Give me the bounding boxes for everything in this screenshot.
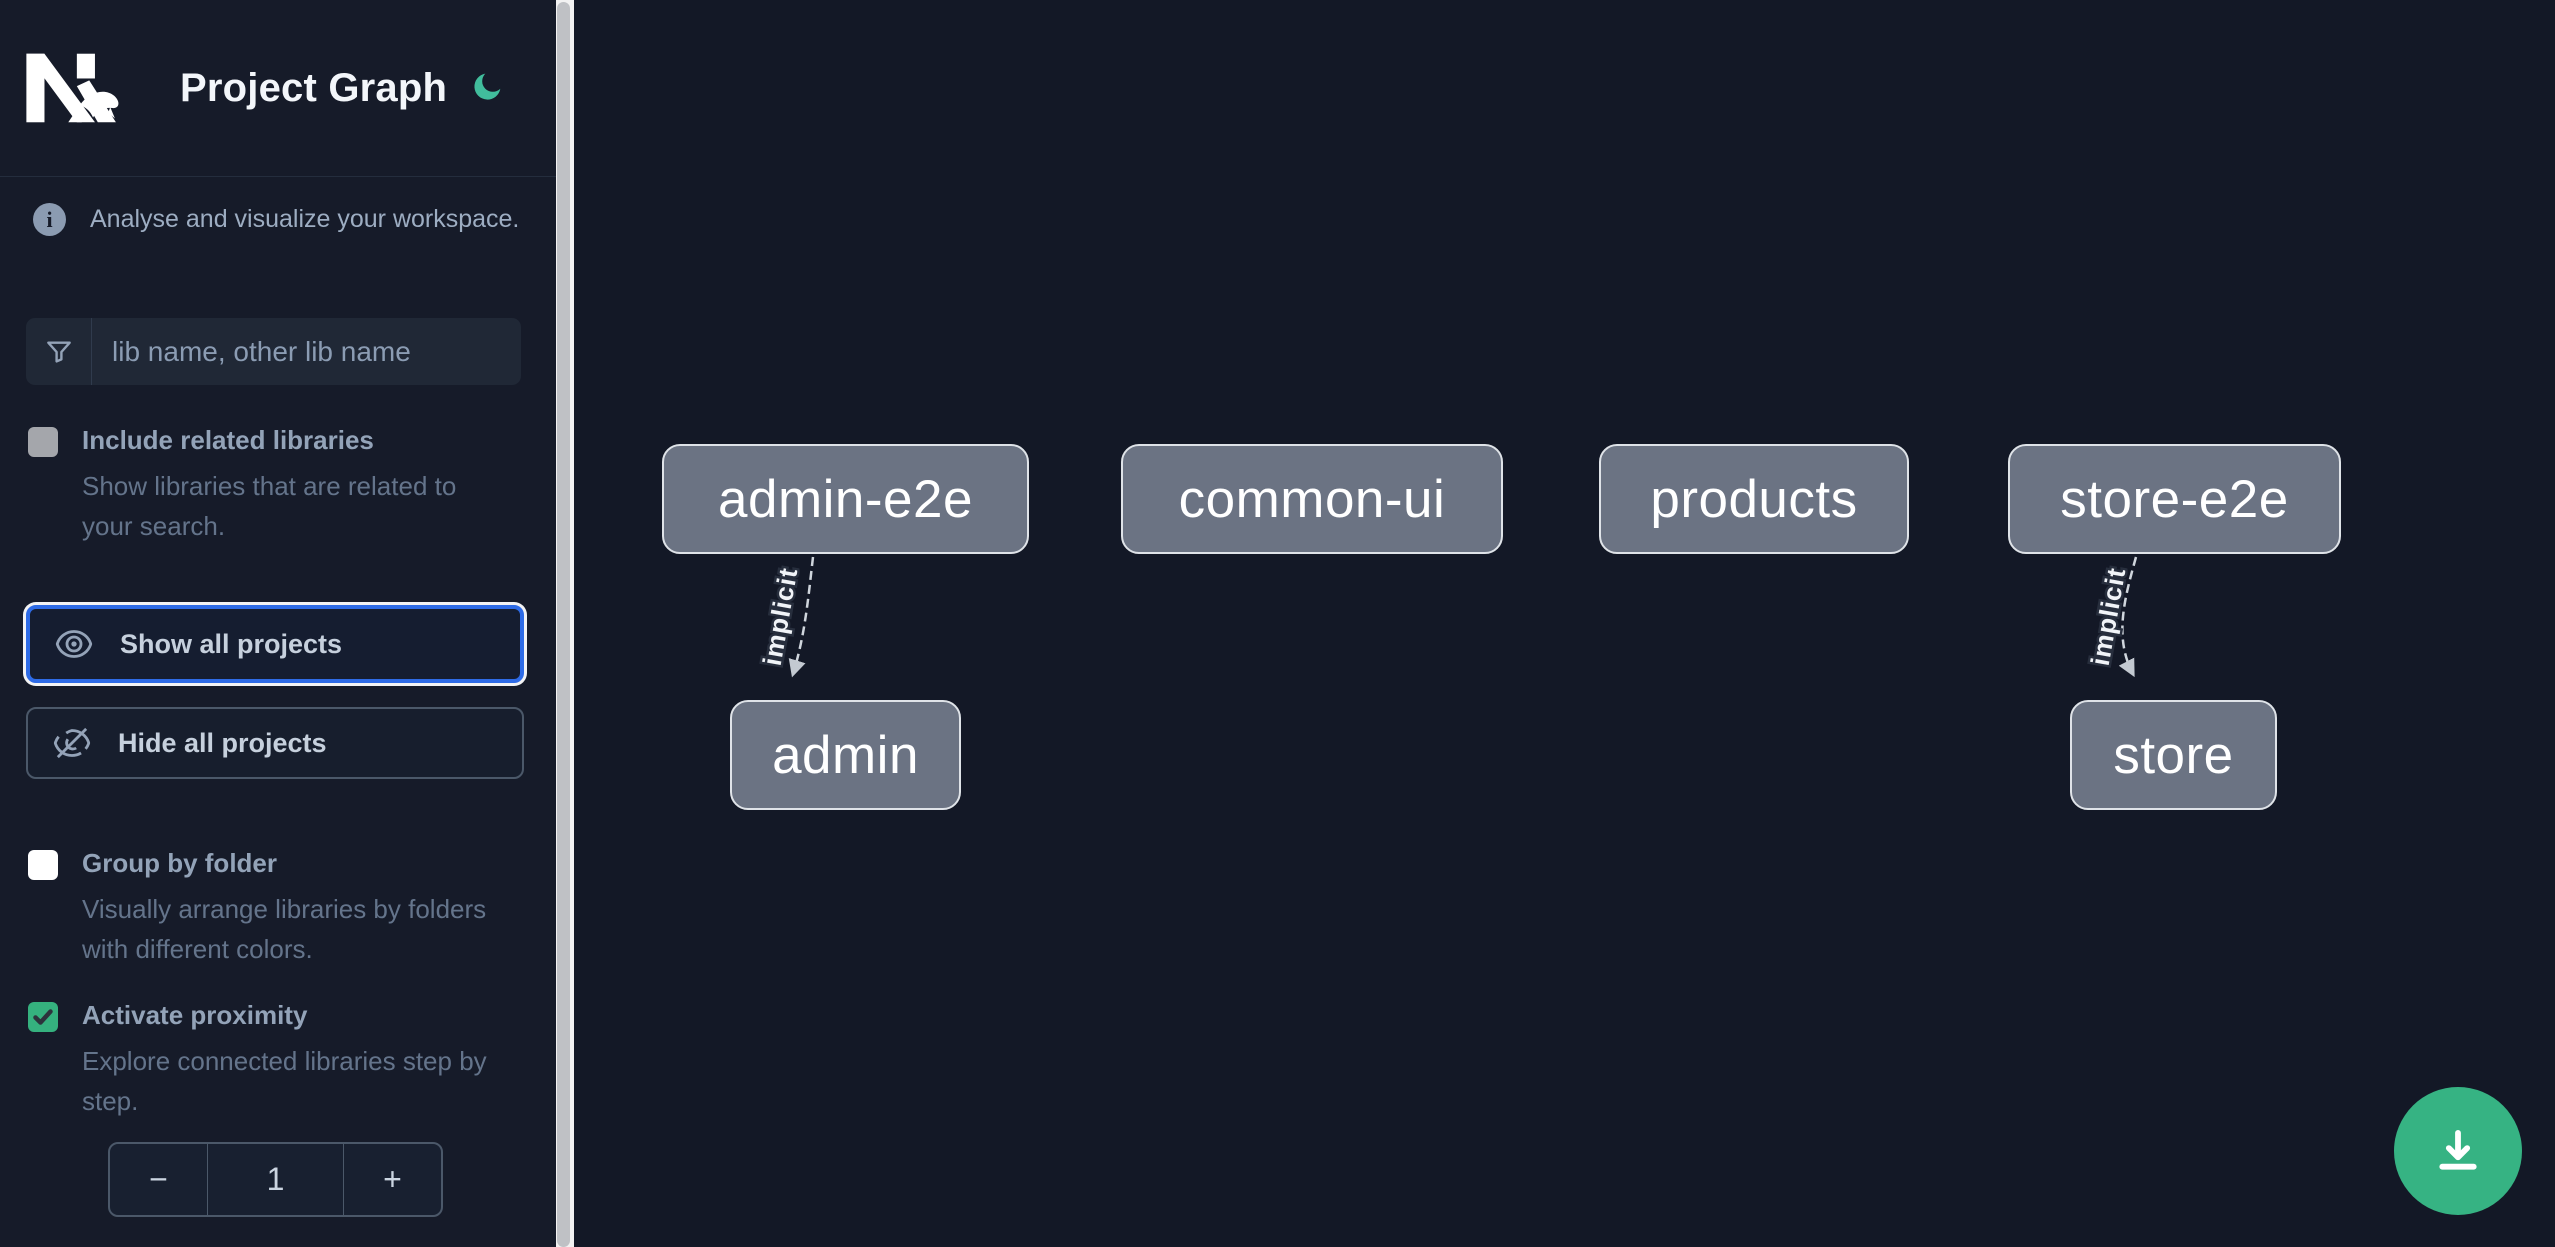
info-text: Analyse and visualize your workspace. xyxy=(90,205,520,233)
page-title: Project Graph xyxy=(180,65,448,110)
funnel-icon xyxy=(26,318,92,385)
node-label: admin-e2e xyxy=(718,469,973,529)
nx-logo xyxy=(26,53,119,123)
node-label: products xyxy=(1650,469,1858,529)
include-related-description: Show libraries that are related to your … xyxy=(82,471,457,541)
hide-all-projects-button[interactable]: Hide all projects xyxy=(26,707,524,779)
project-graph-canvas[interactable]: implicit implicit admin-e2e common-ui pr… xyxy=(574,0,2555,1247)
show-all-projects-button[interactable]: Show all projects xyxy=(26,605,524,683)
include-related-checkbox[interactable] xyxy=(28,427,58,457)
node-label: common-ui xyxy=(1178,469,1446,529)
download-icon xyxy=(2439,1129,2477,1170)
sidebar-scrollbar-thumb[interactable] xyxy=(557,2,570,1247)
search-input[interactable] xyxy=(92,318,521,385)
sidebar-header: Project Graph xyxy=(0,0,556,177)
eye-icon xyxy=(55,630,93,658)
include-related-label[interactable]: Include related libraries xyxy=(82,425,374,455)
edge-store-e2e-store[interactable] xyxy=(2118,556,2138,678)
check-icon xyxy=(33,1009,53,1025)
filter-box xyxy=(26,318,521,385)
sidebar: Project Graph i Analyse and visualize yo… xyxy=(0,0,556,1247)
show-all-projects-label: Show all projects xyxy=(120,628,343,659)
edge-label-implicit: implicit xyxy=(2085,565,2132,668)
eye-off-icon xyxy=(53,727,91,759)
node-label: store-e2e xyxy=(2060,469,2289,529)
group-by-folder-label[interactable]: Group by folder xyxy=(82,848,277,878)
edge-label-implicit: implicit xyxy=(757,565,804,668)
proximity-depth-stepper: − 1 + xyxy=(108,1142,443,1217)
activate-proximity-description: Explore connected libraries step by step… xyxy=(82,1046,487,1116)
checkbox-include-related: Include related libraries Show libraries… xyxy=(28,425,528,546)
node-admin[interactable]: admin xyxy=(730,700,961,810)
checkbox-group-by-folder: Group by folder Visually arrange librari… xyxy=(28,848,528,969)
node-products[interactable]: products xyxy=(1599,444,1909,554)
activate-proximity-label[interactable]: Activate proximity xyxy=(82,1000,308,1030)
node-label: store xyxy=(2113,725,2234,785)
node-admin-e2e[interactable]: admin-e2e xyxy=(662,444,1029,554)
proximity-depth-value: 1 xyxy=(266,1161,285,1197)
checkbox-activate-proximity: Activate proximity Explore connected lib… xyxy=(28,1000,528,1121)
node-store[interactable]: store xyxy=(2070,700,2277,810)
group-by-folder-checkbox[interactable] xyxy=(28,850,58,880)
edge-admin-e2e-admin[interactable] xyxy=(788,556,815,678)
hide-all-projects-label: Hide all projects xyxy=(118,727,327,758)
node-label: admin xyxy=(772,725,919,785)
workspace-info: i Analyse and visualize your workspace. xyxy=(33,203,533,236)
node-store-e2e[interactable]: store-e2e xyxy=(2008,444,2341,554)
group-by-folder-description: Visually arrange libraries by folders wi… xyxy=(82,894,487,964)
download-graph-button[interactable] xyxy=(2394,1087,2522,1215)
info-icon: i xyxy=(33,203,66,236)
node-common-ui[interactable]: common-ui xyxy=(1121,444,1503,554)
increment-button[interactable]: + xyxy=(343,1144,441,1215)
moon-icon[interactable] xyxy=(470,70,504,104)
activate-proximity-checkbox[interactable] xyxy=(28,1002,58,1032)
decrement-button[interactable]: − xyxy=(110,1144,208,1215)
graph-edges: implicit implicit xyxy=(754,556,2138,678)
sidebar-scrollbar-track[interactable] xyxy=(556,0,574,1247)
